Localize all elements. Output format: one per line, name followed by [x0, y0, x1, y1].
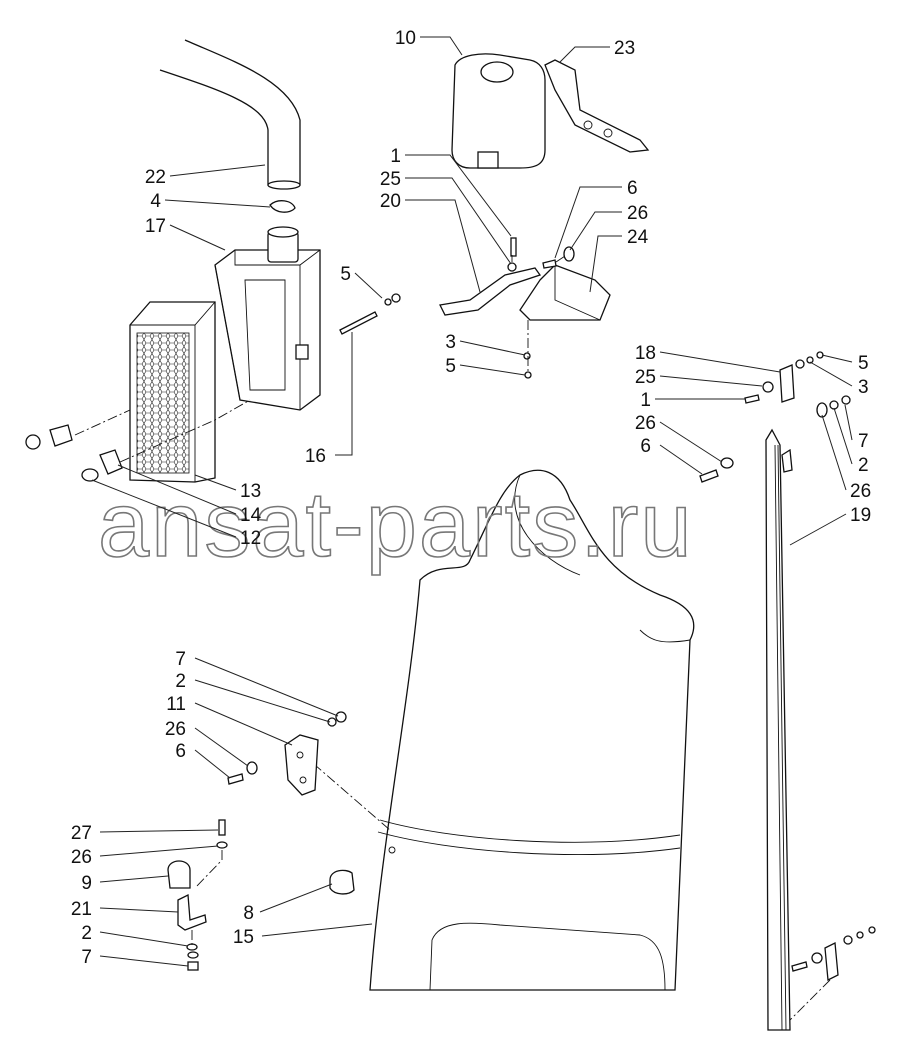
rod [339, 311, 378, 335]
callout-21: 21 [71, 899, 92, 920]
callout-17: 17 [145, 216, 166, 237]
callout-26: 26 [635, 413, 656, 434]
cover-panel [369, 469, 695, 991]
callout-25: 25 [635, 367, 656, 388]
intake-housing [214, 226, 321, 411]
callout-18: 18 [635, 343, 656, 364]
callout-7: 7 [175, 649, 186, 670]
callout-1: 1 [640, 390, 651, 411]
callout-14: 14 [240, 505, 262, 526]
nut [391, 293, 401, 303]
callout-26: 26 [850, 481, 871, 502]
callout-13: 13 [240, 481, 261, 502]
bracket [544, 59, 650, 153]
callout-6: 6 [627, 178, 638, 199]
hose [159, 39, 301, 190]
callout-15: 15 [233, 927, 254, 948]
cap [167, 860, 191, 889]
bracket [177, 893, 207, 931]
callout-6: 6 [175, 741, 186, 762]
callout-20: 20 [380, 191, 401, 212]
watermark: ansat-parts.ru [98, 474, 694, 576]
callout-1: 1 [390, 146, 401, 167]
callout-19: 19 [850, 505, 871, 526]
callout-26: 26 [71, 847, 92, 868]
callout-4: 4 [150, 191, 161, 212]
callout-2: 2 [858, 455, 869, 476]
bracket [284, 734, 319, 796]
callout-23: 23 [614, 38, 635, 59]
coolant-reservoir [451, 53, 546, 169]
callout-6: 6 [640, 436, 651, 457]
leader-lines [91, 36, 853, 967]
callout-3: 3 [858, 377, 869, 398]
callout-12: 12 [240, 528, 261, 549]
callout-26: 26 [627, 203, 648, 224]
callout-27: 27 [71, 823, 92, 844]
nut [25, 434, 41, 450]
rubber-mount [99, 449, 123, 475]
callout-26: 26 [165, 719, 186, 740]
callout-7: 7 [81, 947, 92, 968]
callout-labels: 10 23 22 4 17 1 25 20 5 6 26 24 3 5 18 2… [71, 28, 871, 968]
grommet [329, 869, 355, 895]
bracket [439, 267, 542, 316]
callout-2: 2 [175, 671, 186, 692]
callout-25: 25 [380, 169, 401, 190]
callout-24: 24 [627, 227, 649, 248]
callout-5: 5 [858, 353, 869, 374]
air-filter [129, 301, 216, 483]
callout-10: 10 [395, 28, 416, 49]
bracket-clip [49, 424, 73, 447]
callout-9: 9 [81, 873, 92, 894]
callout-16: 16 [305, 446, 326, 467]
bracket [519, 264, 611, 321]
bolt [218, 819, 226, 836]
callout-5: 5 [340, 264, 351, 285]
hinge [779, 364, 795, 403]
callout-7: 7 [858, 431, 869, 452]
clamp [269, 200, 296, 213]
cap [81, 468, 99, 482]
callout-5: 5 [445, 356, 456, 377]
callout-2: 2 [81, 923, 92, 944]
callout-8: 8 [243, 903, 254, 924]
callout-3: 3 [445, 332, 456, 353]
washer [384, 298, 392, 306]
callout-22: 22 [145, 167, 166, 188]
callout-11: 11 [166, 694, 186, 715]
seal-rail [765, 428, 876, 1031]
